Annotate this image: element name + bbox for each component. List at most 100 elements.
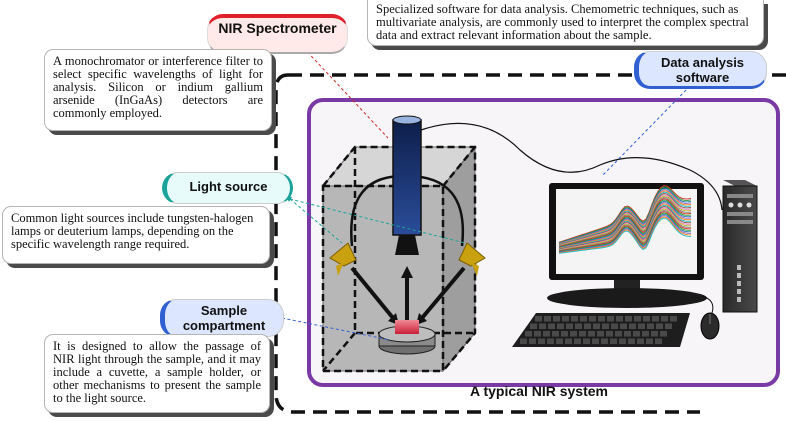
keyboard-key [561, 331, 568, 337]
light-source-description-text: Common light sources include tungsten-ha… [11, 211, 254, 251]
arrow-sample [281, 317, 391, 341]
keyboard [512, 313, 690, 347]
keyboard-key [624, 331, 631, 337]
keyboard-key [530, 323, 537, 329]
spectrum-line [558, 205, 692, 250]
keyboard-key [520, 338, 527, 344]
keyboard-key [638, 323, 645, 329]
keyboard-key [575, 323, 582, 329]
keyboard-key [553, 316, 560, 322]
keyboard-key [625, 316, 632, 322]
spectrum-line [558, 212, 691, 252]
keyboard-key [562, 316, 569, 322]
arrow-software [601, 85, 691, 177]
spectrum-line [558, 185, 692, 243]
keyboard-key [589, 316, 596, 322]
light-source-description: Common light sources include tungsten-ha… [2, 206, 270, 264]
keyboard-key [619, 338, 626, 344]
sample-holder [378, 320, 436, 355]
keyboard-key [629, 323, 636, 329]
keyboard-key [571, 316, 578, 322]
spectrum-line [558, 211, 691, 252]
spectrometer-description-text: A monochromator or interference filter t… [53, 54, 263, 120]
keyboard-key [534, 331, 541, 337]
keyboard-key [620, 323, 627, 329]
spectrum-line [558, 189, 692, 245]
tower-vent [737, 289, 741, 294]
system-title: A typical NIR system [470, 383, 608, 399]
keyboard-key [525, 331, 532, 337]
keyboard-key [670, 316, 677, 322]
keyboard-key [606, 331, 613, 337]
spectrum-line [558, 213, 691, 253]
keyboard-key [588, 331, 595, 337]
keyboard-key [651, 331, 658, 337]
arrow-light-source-left [289, 198, 343, 244]
nir-spectrometer-label: NIR Spectrometer [207, 14, 348, 54]
keyboard-key [643, 316, 650, 322]
keyboard-key [610, 338, 617, 344]
arrow-light-source-right [289, 198, 466, 244]
keyboard-key [628, 338, 635, 344]
spectrum-line [558, 186, 692, 244]
spectrum-line [558, 194, 692, 246]
tower-vent [737, 265, 741, 270]
spectrum-line [558, 199, 692, 248]
keyboard-key [539, 323, 546, 329]
keyboard-key [556, 338, 563, 344]
keyboard-key [634, 316, 641, 322]
keyboard-key [565, 338, 572, 344]
keyboard-key [665, 323, 672, 329]
sample-compartment-label: Sample compartment [160, 299, 284, 337]
keyboard-key [584, 323, 591, 329]
keyboard-key [637, 338, 644, 344]
spectrum-line [558, 190, 692, 245]
keyboard-key [593, 323, 600, 329]
keyboard-key [598, 316, 605, 322]
spectrum-line [558, 208, 692, 251]
keyboard-key [661, 316, 668, 322]
keyboard-key [607, 316, 614, 322]
keyboard-key [543, 331, 550, 337]
keyboard-key [570, 331, 577, 337]
nir-spectrometer-text: NIR Spectrometer [218, 20, 337, 36]
keyboard-key [597, 331, 604, 337]
spectrum-line [558, 216, 692, 254]
keyboard-key [642, 331, 649, 337]
spectrum-line [558, 209, 691, 252]
spectrum-line [558, 202, 692, 249]
keyboard-key [615, 331, 622, 337]
keyboard-key [656, 323, 663, 329]
light-source-text: Light source [189, 179, 268, 194]
keyboard-key [580, 316, 587, 322]
detector-tube [392, 115, 422, 255]
spectrum-line [558, 196, 692, 247]
spectrum-line [558, 215, 692, 253]
sample-compartment-text: Sample compartment [182, 303, 266, 333]
keyboard-key [552, 331, 559, 337]
keyboard-key [547, 338, 554, 344]
spectrum-line [558, 207, 692, 251]
keyboard-key [574, 338, 581, 344]
spectrum-line [558, 191, 692, 245]
spectrum-line [558, 195, 692, 247]
sample-compartment-description-text: It is designed to allow the passage of N… [53, 339, 261, 405]
spectrum-line [558, 187, 692, 244]
spectrum-line [558, 204, 692, 250]
keyboard-key [633, 331, 640, 337]
keyboard-key [647, 323, 654, 329]
light-source-label: Light source [162, 172, 293, 204]
keyboard-key [660, 331, 667, 337]
keyboard-key [529, 338, 536, 344]
data-analysis-software-label: Data analysis software [634, 51, 767, 89]
lamp-right [458, 242, 486, 276]
keyboard-key [566, 323, 573, 329]
keyboard-key [616, 316, 623, 322]
tower-vent [737, 281, 741, 286]
spectrum-line [558, 192, 692, 246]
data-analysis-software-text: Data analysis software [660, 55, 745, 85]
keyboard-key [535, 316, 542, 322]
keyboard-key [548, 323, 555, 329]
keyboard-key [557, 323, 564, 329]
keyboard-key [602, 323, 609, 329]
